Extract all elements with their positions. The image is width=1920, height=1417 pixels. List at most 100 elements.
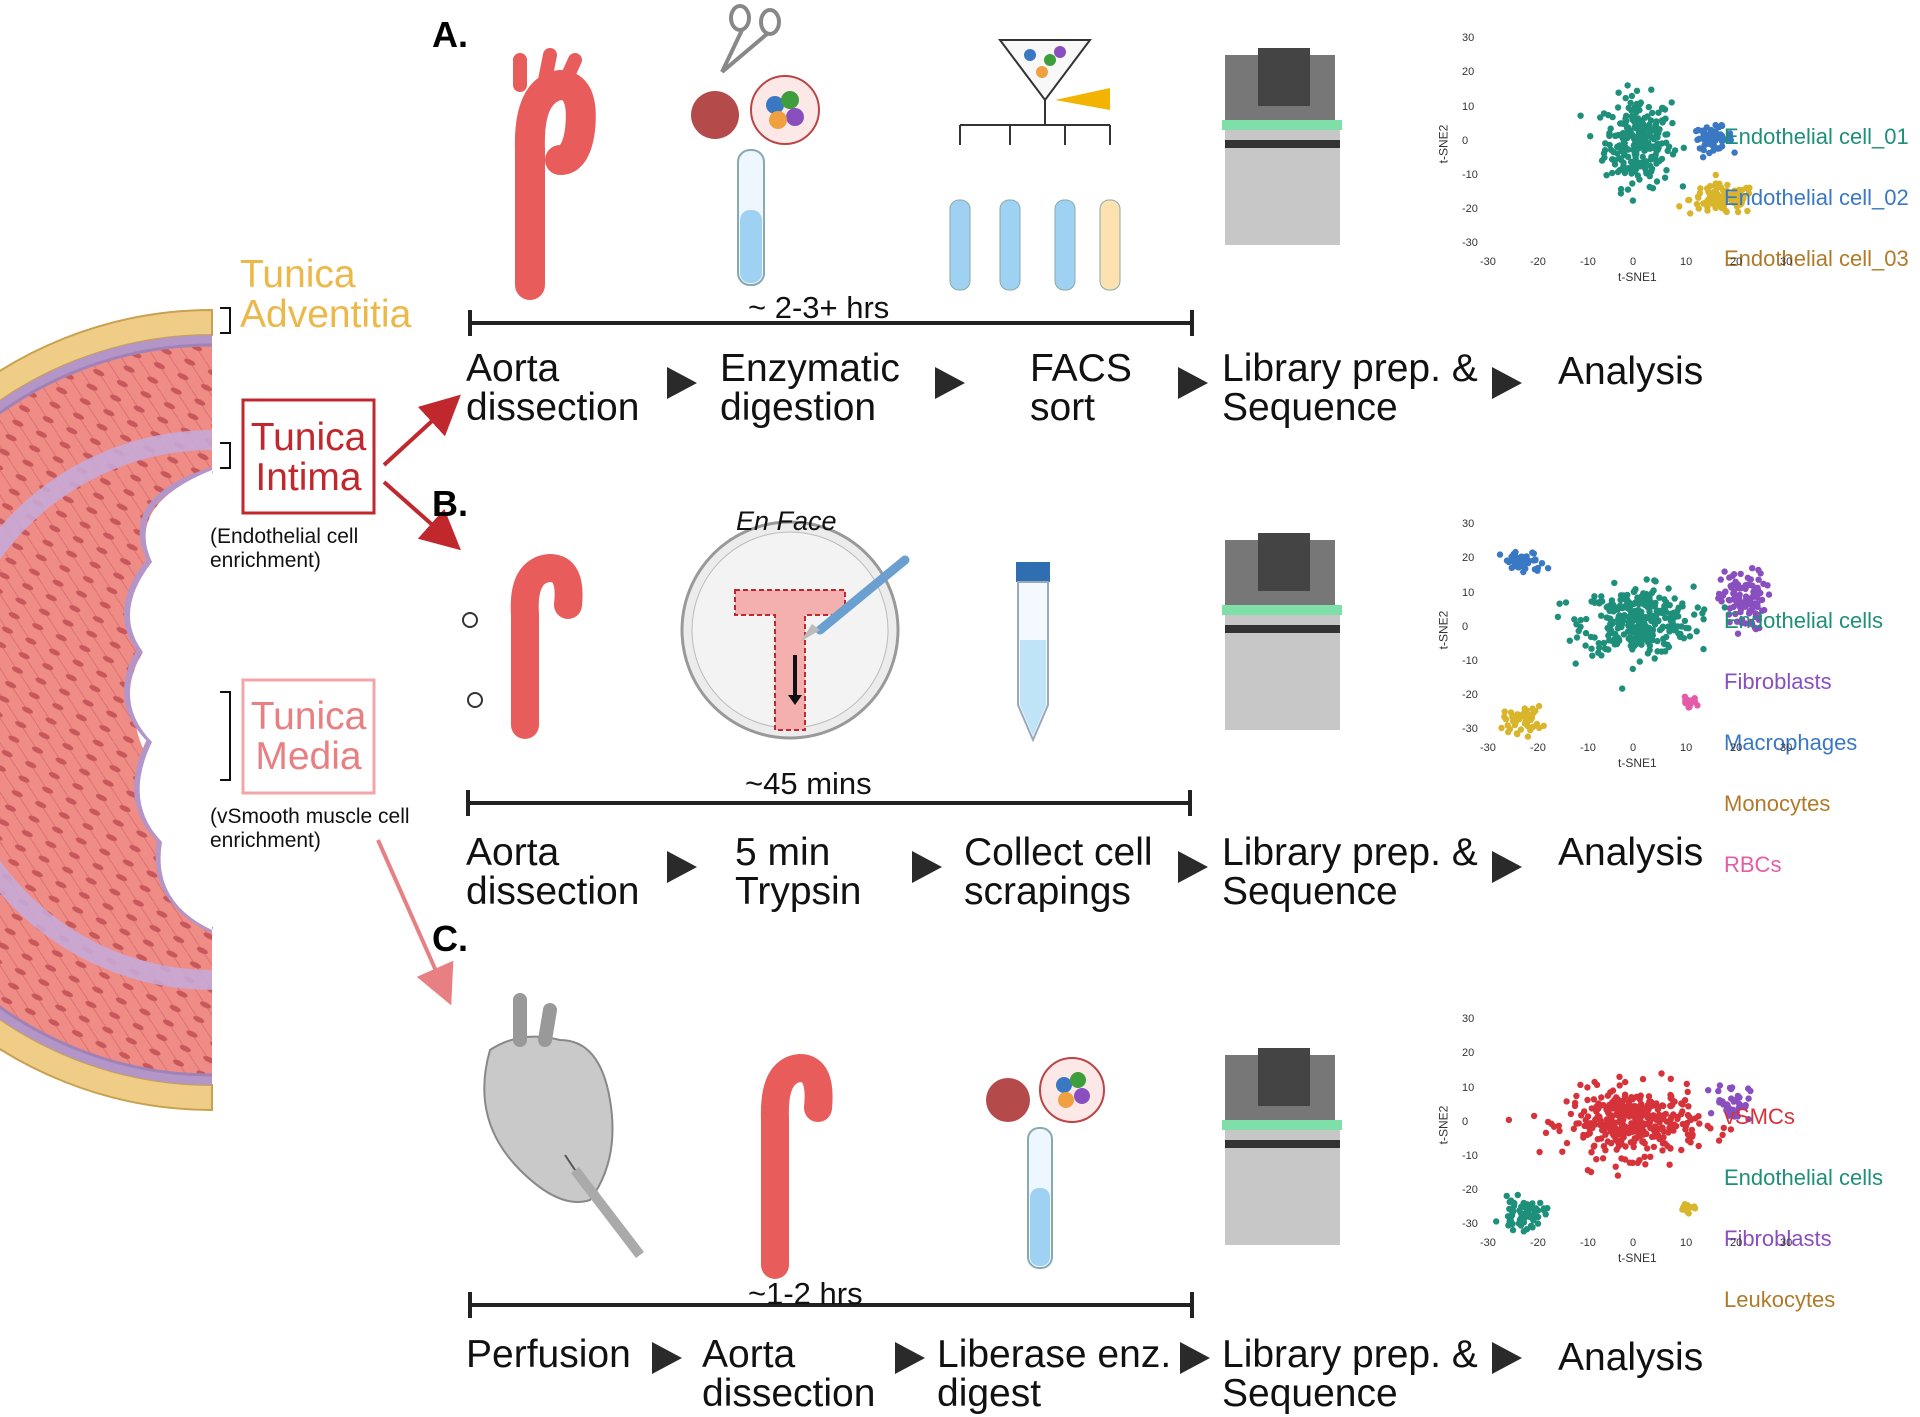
x-tick-label: 0 (1630, 742, 1637, 754)
tsne-point (1682, 1126, 1689, 1133)
tsne-point (1629, 180, 1636, 187)
tsne-point (1631, 104, 1639, 111)
tsne-point (1679, 600, 1686, 607)
tsne-point (1614, 1131, 1621, 1139)
tsne-point (1646, 601, 1654, 608)
tsne-point (1721, 568, 1728, 575)
tsne-point (1562, 599, 1570, 606)
tsne-point (1529, 1200, 1536, 1207)
tsne-point (1663, 599, 1670, 606)
arrow-to-panel-b (382, 480, 461, 551)
tsne-point (1694, 702, 1701, 709)
tsne-point (1636, 176, 1643, 183)
tsne-point (1582, 642, 1589, 649)
tsne-point (1738, 198, 1746, 205)
tsne-point (1641, 147, 1649, 154)
tsne-point (1529, 705, 1536, 712)
tsne-point (1676, 203, 1683, 210)
panel-c-step-2: Aorta dissection (702, 1333, 876, 1415)
tsne-point (1690, 583, 1697, 590)
panel-a-step-2: Enzymatic digestion (720, 347, 900, 429)
tsne-point (1715, 1087, 1722, 1095)
panel-a-step-3: FACS sort (1030, 347, 1132, 429)
tsne-point (1622, 94, 1629, 102)
tsne-point (1583, 615, 1590, 623)
tsne-point (1733, 203, 1741, 210)
tsne-point (1647, 1153, 1654, 1161)
x-tick-label: -20 (1530, 256, 1546, 268)
legend-item: Fibroblasts (1724, 1225, 1832, 1251)
tsne-point (1571, 616, 1578, 623)
tsne-point (1591, 1078, 1598, 1086)
y-tick-label: -20 (1462, 1183, 1478, 1196)
aorta-clamped-icon (462, 553, 583, 739)
tsne-point (1651, 655, 1658, 662)
tsne-point (1573, 1092, 1580, 1100)
tsne-point (1658, 104, 1666, 112)
tsne-point (1754, 594, 1761, 601)
intima-box (241, 398, 376, 515)
tsne-point (1578, 1112, 1585, 1119)
tunica-adventitia-label: Tunica Adventitia (240, 253, 412, 336)
tsne-series (1715, 565, 1773, 637)
tsne-point (1654, 648, 1661, 655)
tsne-point (1535, 702, 1543, 710)
tsne-point (1633, 610, 1641, 617)
tsne-point (1729, 572, 1736, 580)
tsne-point (1648, 86, 1655, 93)
tsne-point (1646, 1119, 1654, 1126)
tsne-point (1663, 139, 1670, 146)
tsne-point (1619, 1126, 1627, 1133)
tsne-point (1622, 121, 1629, 128)
tsne-point (1600, 639, 1608, 647)
tsne-point (1596, 1113, 1603, 1121)
tsne-point (1660, 1102, 1667, 1110)
tsne-point (1613, 640, 1620, 647)
tsne-series (1681, 693, 1701, 711)
tsne-series (1676, 171, 1753, 217)
tsne-point (1678, 1110, 1685, 1118)
tsne-point (1517, 1222, 1525, 1229)
tsne-point (1628, 638, 1636, 645)
tsne-point (1686, 633, 1694, 640)
tsne-point (1697, 185, 1704, 192)
tsne-point (1620, 159, 1627, 166)
tsne-point (1603, 172, 1610, 179)
heart-icon (483, 993, 614, 1203)
x-axis-label: t-SNE1 (1618, 270, 1657, 284)
tsne-point (1640, 633, 1647, 640)
tsne-point (1566, 637, 1574, 644)
tsne-series (1693, 121, 1738, 161)
tsne-point (1591, 1142, 1598, 1149)
tsne-point (1639, 160, 1647, 167)
tsne-series (1505, 1070, 1735, 1179)
tsne-point (1587, 133, 1594, 140)
tsne-point (1653, 158, 1661, 165)
tsne-point (1641, 1153, 1648, 1161)
panel-c-label: C. (432, 918, 468, 959)
y-tick-label: 0 (1462, 1115, 1469, 1128)
tsne-point (1684, 1111, 1692, 1119)
tsne-point (1665, 585, 1672, 592)
tsne-point (1506, 1205, 1513, 1213)
tsne-point (1640, 1106, 1647, 1113)
tsne-point (1661, 174, 1669, 181)
tsne-point (1629, 1107, 1636, 1114)
tsne-series (1554, 576, 1729, 692)
tsne-point (1609, 1087, 1617, 1094)
tissue-digest-icon (691, 75, 820, 286)
tsne-point (1611, 1119, 1619, 1127)
x-axis-label: t-SNE1 (1618, 756, 1657, 770)
y-tick-label: 20 (1462, 1047, 1475, 1060)
tsne-point (1727, 1126, 1735, 1133)
tsne-point (1699, 610, 1706, 617)
tsne-point (1706, 149, 1713, 157)
tsne-point (1716, 1082, 1724, 1089)
tsne-point (1524, 733, 1532, 740)
tsne-point (1636, 616, 1644, 623)
tsne-point (1627, 616, 1635, 623)
tsne-point (1656, 594, 1663, 601)
tsne-point (1646, 613, 1654, 620)
tsne-point (1530, 550, 1538, 557)
tsne-point (1620, 1134, 1627, 1141)
